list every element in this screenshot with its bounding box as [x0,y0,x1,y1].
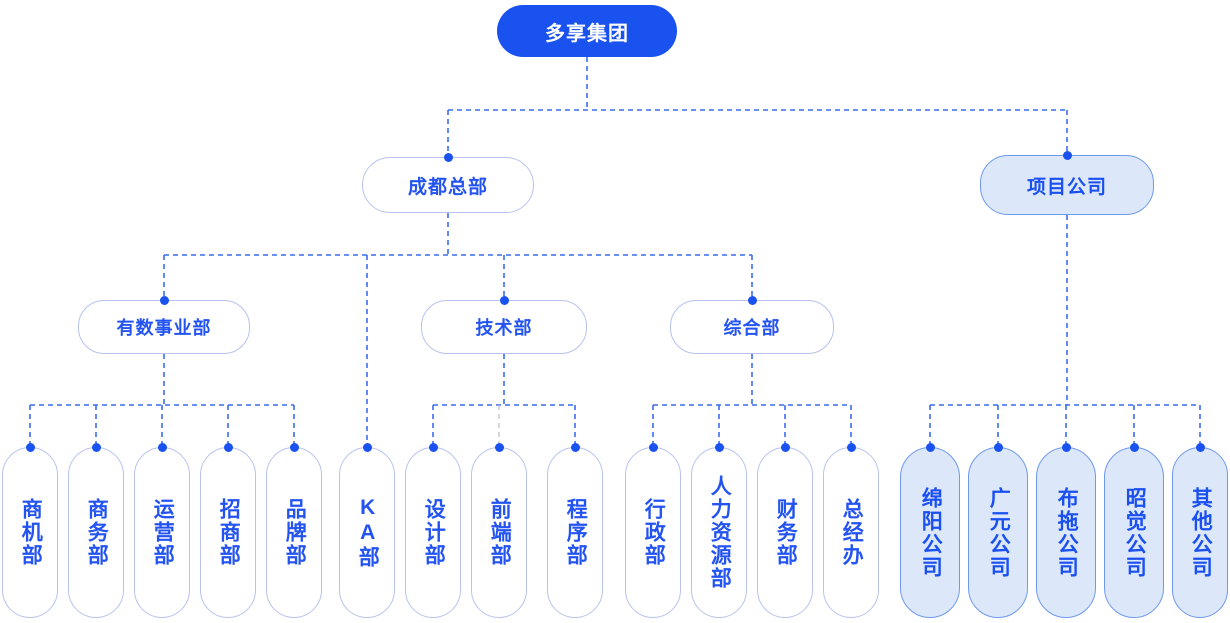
node-leaf-guangyuan[interactable]: 广元公司 [968,447,1028,618]
node-leaf-renli[interactable]: 人力资源部 [691,447,747,618]
node-label: 绵阳公司 [919,486,943,579]
node-xiangmu[interactable]: 项目公司 [980,155,1154,215]
connector-dot [494,442,504,452]
node-label: 程序部 [564,498,588,567]
connector-dot [846,442,856,452]
connector-dot [25,442,35,452]
connector-dot [157,442,167,452]
node-leaf-chengxu[interactable]: 程序部 [547,447,603,618]
node-label: KA部 [356,496,380,569]
connector-dot [570,442,580,452]
node-leaf-yunying[interactable]: 运营部 [134,447,190,618]
connector-dot [1061,442,1071,452]
node-label: 广元公司 [987,486,1011,579]
connector-dot [289,442,299,452]
connector-dot [993,442,1003,452]
connector-dot [747,295,757,305]
node-label: 商机部 [19,498,43,567]
node-label: 招商部 [217,498,241,567]
node-zonghe[interactable]: 综合部 [670,300,834,354]
node-label: 项目公司 [1026,176,1107,198]
node-leaf-ka[interactable]: KA部 [339,447,395,618]
connector-dot [1195,442,1205,452]
node-leaf-caiwu[interactable]: 财务部 [757,447,813,618]
connector-dot [159,295,169,305]
node-jishu[interactable]: 技术部 [421,300,587,354]
node-leaf-mianyang[interactable]: 绵阳公司 [900,447,960,618]
connector-dot [714,442,724,452]
connector-dot [648,442,658,452]
node-leaf-sheji[interactable]: 设计部 [405,447,461,618]
node-label: 成都总部 [407,176,488,198]
node-label: 多享集团 [545,22,629,45]
node-leaf-qita[interactable]: 其他公司 [1172,447,1228,618]
connector-dot [443,152,453,162]
node-leaf-zongjing[interactable]: 总经办 [823,447,879,618]
node-label: 昭觉公司 [1123,486,1147,579]
node-leaf-shangji[interactable]: 商机部 [2,447,58,618]
node-label: 前端部 [488,498,512,567]
node-label: 其他公司 [1189,486,1213,579]
node-youshu[interactable]: 有数事业部 [78,300,250,354]
node-leaf-butuo[interactable]: 布拖公司 [1036,447,1096,618]
node-leaf-pinpai[interactable]: 品牌部 [266,447,322,618]
connector-dot [223,442,233,452]
node-label: 有数事业部 [116,318,212,338]
connector-dot [428,442,438,452]
node-label: 总经办 [840,498,864,567]
node-label: 行政部 [642,498,666,567]
node-leaf-zhaoshang[interactable]: 招商部 [200,447,256,618]
node-leaf-xingzheng[interactable]: 行政部 [625,447,681,618]
connector-dot [1129,442,1139,452]
node-leaf-shangwu[interactable]: 商务部 [68,447,124,618]
node-label: 人力资源部 [708,475,732,590]
node-label: 综合部 [723,318,781,338]
connector-dot [362,442,372,452]
connector-dot [1062,150,1072,160]
connector-dot [780,442,790,452]
node-label: 财务部 [774,498,798,567]
node-label: 运营部 [151,498,175,567]
node-label: 设计部 [422,498,446,567]
connector-dot [91,442,101,452]
node-chengdu[interactable]: 成都总部 [362,157,534,213]
node-root[interactable]: 多享集团 [497,5,677,57]
node-label: 商务部 [85,498,109,567]
node-leaf-zhaojue[interactable]: 昭觉公司 [1104,447,1164,618]
node-leaf-qianduan[interactable]: 前端部 [471,447,527,618]
node-label: 布拖公司 [1055,486,1079,579]
connector-dot [925,442,935,452]
connector-dot [499,295,509,305]
node-label: 品牌部 [283,498,307,567]
node-label: 技术部 [475,318,533,338]
